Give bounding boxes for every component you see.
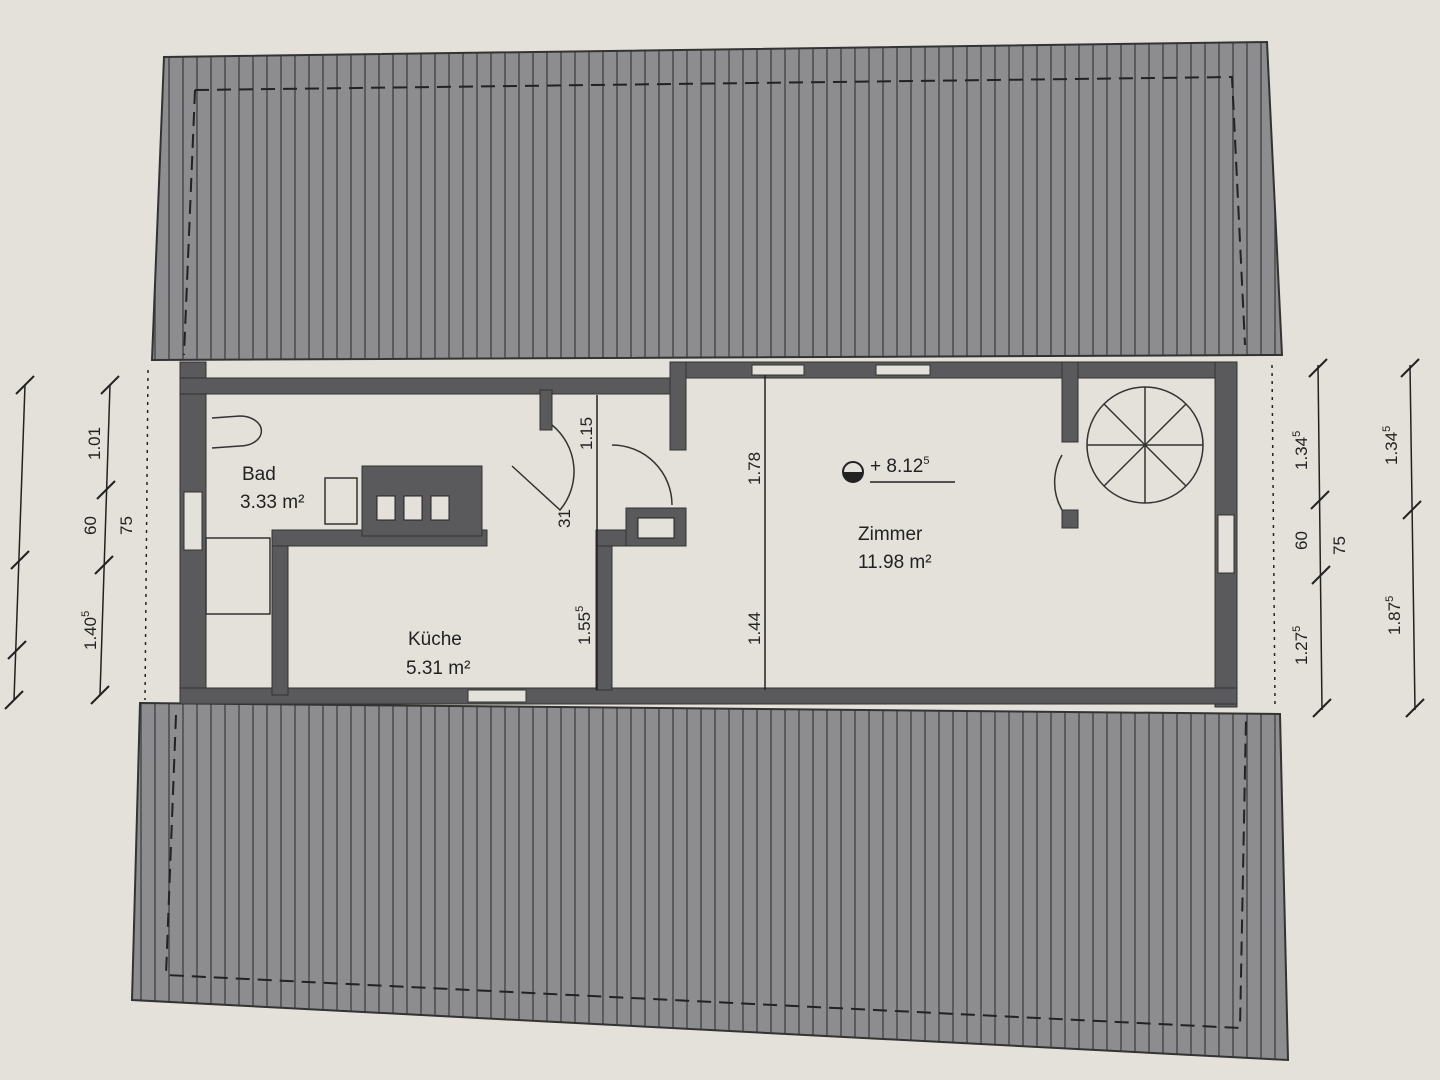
walls	[179, 361, 1238, 708]
inner-dimension-lines	[596, 375, 955, 690]
dimension-tick	[1405, 698, 1425, 718]
door-swing-icon	[511, 424, 575, 512]
dimension-tick	[1308, 358, 1328, 378]
room-area-zimmer: 11.98 m²	[858, 552, 932, 573]
dimension-tick	[1311, 565, 1331, 585]
dim-1-78: 1.78	[745, 452, 764, 485]
dimension-tick	[1310, 490, 1330, 510]
dimension-tick	[1312, 698, 1332, 718]
right-dim-1-27: 1.275	[1291, 626, 1311, 665]
right-dim-1-34: 1.345	[1291, 431, 1311, 470]
dimension-tick	[90, 685, 110, 705]
dimension-tick	[4, 690, 24, 710]
windows	[183, 364, 1235, 703]
right-dimension-chains	[1271, 364, 1416, 711]
roof-bottom	[130, 701, 1290, 1062]
left-dim-1-40: 1.405	[80, 611, 100, 650]
dimension-tick	[96, 480, 116, 500]
dimension-tick	[7, 640, 27, 660]
room-name-kueche: Küche	[408, 629, 462, 650]
dim-1-44: 1.44	[745, 612, 764, 645]
dimension-tick	[10, 550, 30, 570]
dimension-tick	[1400, 358, 1420, 378]
left-dimension-chains	[13, 369, 149, 701]
left-dim-60: 60	[81, 516, 100, 535]
dimension-tick	[100, 375, 120, 395]
toilet-icon	[211, 415, 263, 449]
left-dim-1-01: 1.01	[85, 427, 104, 460]
roof-top	[150, 40, 1284, 362]
door-swing-icon	[611, 444, 673, 506]
spiral-stair-icon	[1086, 386, 1204, 504]
left-dim-75: 75	[117, 516, 136, 535]
level-mark-value: + 8.125	[870, 455, 929, 477]
fixtures	[205, 386, 1204, 615]
right-dim-1-87: 1.875	[1384, 596, 1404, 635]
dim-31: 31	[555, 509, 574, 528]
dimension-tick	[15, 375, 35, 395]
room-name-bad: Bad	[242, 464, 276, 485]
sink-icon	[324, 477, 358, 525]
right-dim-1-34-b: 1.345	[1381, 426, 1401, 465]
dimension-tick	[1402, 500, 1422, 520]
room-name-zimmer: Zimmer	[858, 524, 923, 545]
dim-1-55: 1.555	[574, 606, 594, 645]
room-area-kueche: 5.31 m²	[406, 658, 470, 679]
room-area-bad: 3.33 m²	[240, 492, 304, 513]
right-dim-75: 75	[1330, 536, 1349, 555]
shower-icon	[205, 537, 271, 615]
stove-vents	[376, 495, 675, 539]
dimension-tick	[94, 555, 114, 575]
right-dim-60: 60	[1292, 531, 1311, 550]
dim-1-15: 1.15	[577, 417, 596, 450]
door-swing-icon	[1053, 454, 1063, 511]
